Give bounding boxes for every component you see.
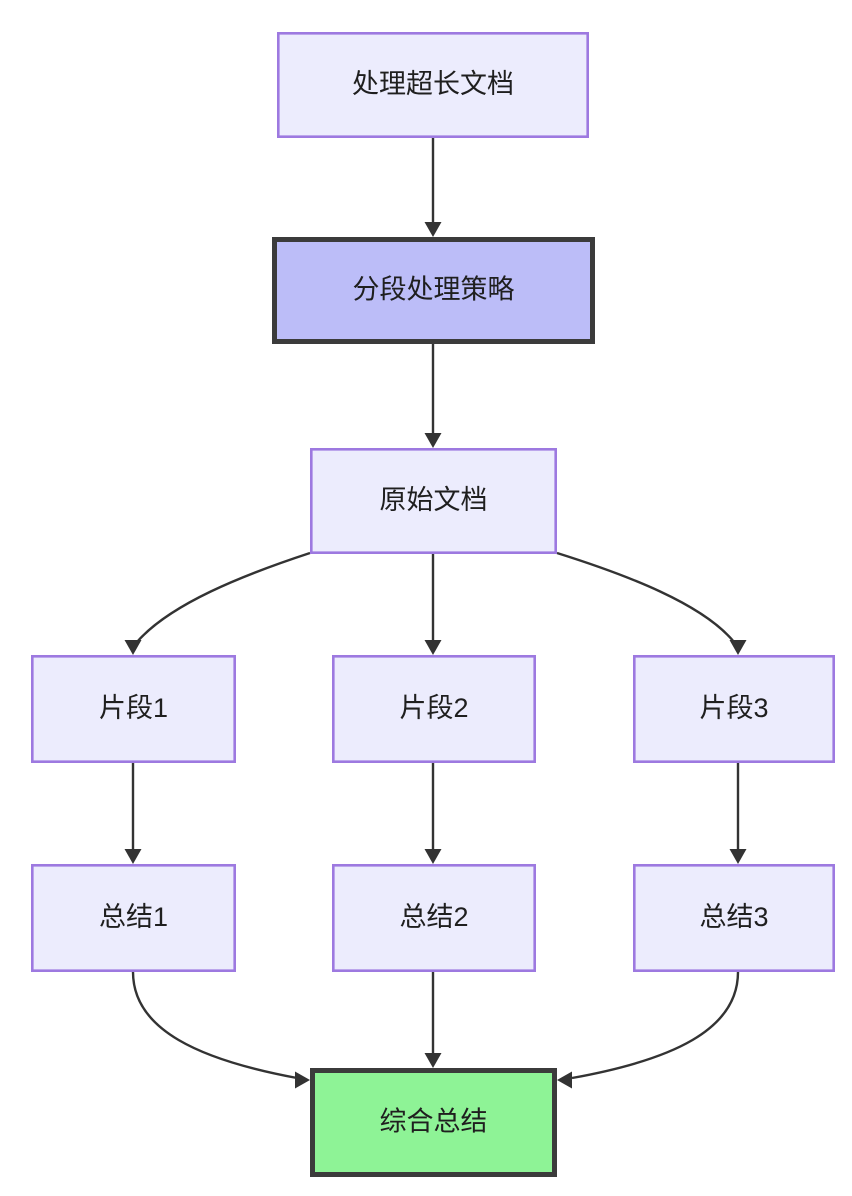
flow-node-n5[interactable]: 片段2 [331,654,536,763]
node-label: 片段3 [699,693,768,723]
node-shape [309,447,557,554]
flow-node-n2[interactable]: 分段处理策略 [272,237,595,344]
arrow-head-icon [295,1071,310,1089]
arrow-head-icon [729,640,747,655]
flow-edge-n6-to-n9 [729,763,747,864]
node-shape [331,654,536,763]
node-label: 片段1 [99,693,168,723]
node-shape [272,237,595,344]
arrow-head-icon [557,1071,572,1089]
node-label: 分段处理策略 [353,275,515,305]
flow-node-n9[interactable]: 总结3 [632,863,835,972]
node-label: 综合总结 [380,1107,488,1137]
flow-edge-n1-to-n2 [424,138,442,237]
arrow-head-icon [424,849,442,864]
node-shape [310,1068,557,1177]
flow-node-n8[interactable]: 总结2 [331,863,536,972]
node-label: 处理超长文档 [352,69,514,99]
flow-edge-n3-to-n6 [556,551,747,655]
node-shape [276,31,589,139]
node-shape [632,654,835,763]
node-label: 总结1 [99,902,168,932]
flow-edge-n9-to-n10 [557,971,740,1089]
arrow-head-icon [729,849,747,864]
flow-node-n4[interactable]: 片段1 [30,654,236,763]
flow-edge-n3-to-n4 [124,551,311,655]
flow-edge-n8-to-n10 [424,972,442,1068]
edge-line [131,971,298,1080]
edge-layer [124,138,747,1089]
flow-edge-n3-to-n5 [424,554,442,655]
node-label: 原始文档 [380,485,488,515]
node-shape [30,654,236,763]
edge-line [571,971,740,1080]
arrow-head-icon [424,222,442,237]
arrow-head-icon [424,1053,442,1068]
flow-edge-n5-to-n8 [424,763,442,864]
node-label: 片段2 [399,693,468,723]
arrow-head-icon [124,640,142,655]
node-label: 总结2 [399,902,468,932]
flow-node-n6[interactable]: 片段3 [632,654,835,763]
flow-edge-n4-to-n7 [124,763,142,864]
flow-node-n10[interactable]: 综合总结 [310,1068,557,1177]
flow-edge-n2-to-n3 [424,344,442,448]
edge-line [556,551,735,643]
node-shape [30,863,236,972]
arrow-head-icon [424,640,442,655]
arrow-head-icon [424,433,442,448]
node-shape [632,863,835,972]
flow-node-n7[interactable]: 总结1 [30,863,236,972]
flow-node-n1[interactable]: 处理超长文档 [276,31,589,139]
flow-node-n3[interactable]: 原始文档 [309,447,557,554]
flow-edge-n7-to-n10 [131,971,310,1089]
node-shape [331,863,536,972]
node-label: 总结3 [699,902,768,932]
edge-line [136,551,311,643]
arrow-head-icon [124,849,142,864]
